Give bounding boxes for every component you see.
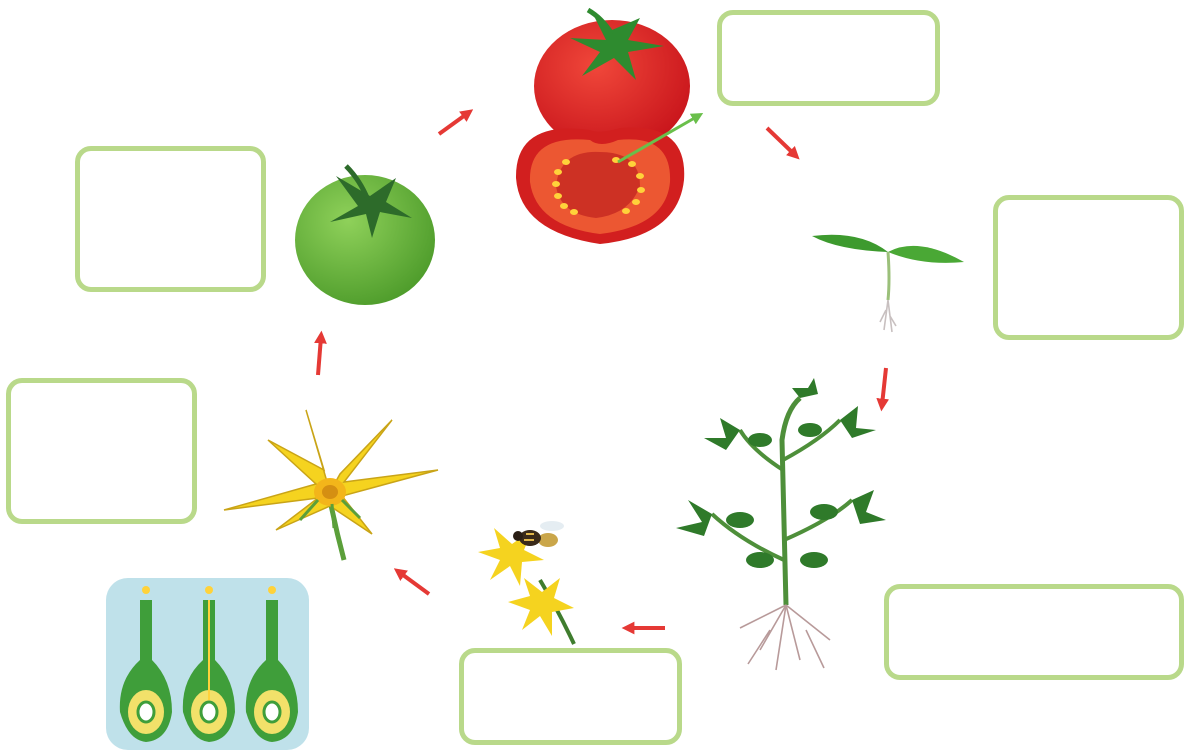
seed-label-box[interactable] bbox=[717, 10, 940, 106]
tomato-plant-icon bbox=[676, 378, 886, 670]
seedling-label-box[interactable] bbox=[993, 195, 1184, 340]
flower-label-box[interactable] bbox=[6, 378, 197, 524]
green-tomato-icon bbox=[295, 166, 435, 305]
arrow-green-to-ripe bbox=[439, 113, 468, 134]
mature-plant-label-box[interactable] bbox=[884, 584, 1184, 680]
arrow-seedling-to-plant bbox=[882, 368, 886, 405]
tomato-flower-icon bbox=[224, 410, 438, 560]
tomato-cross-section-icon bbox=[516, 127, 684, 244]
arrow-flower-to-green bbox=[318, 337, 321, 375]
arrow-pollination-to-flower bbox=[399, 572, 429, 594]
arrow-ripe-to-seedling bbox=[767, 128, 795, 155]
seedling-icon bbox=[812, 235, 964, 332]
ovary-fertilization-icon bbox=[106, 578, 309, 750]
pollination-label-box[interactable] bbox=[459, 648, 682, 745]
green-fruit-label-box[interactable] bbox=[75, 146, 266, 292]
